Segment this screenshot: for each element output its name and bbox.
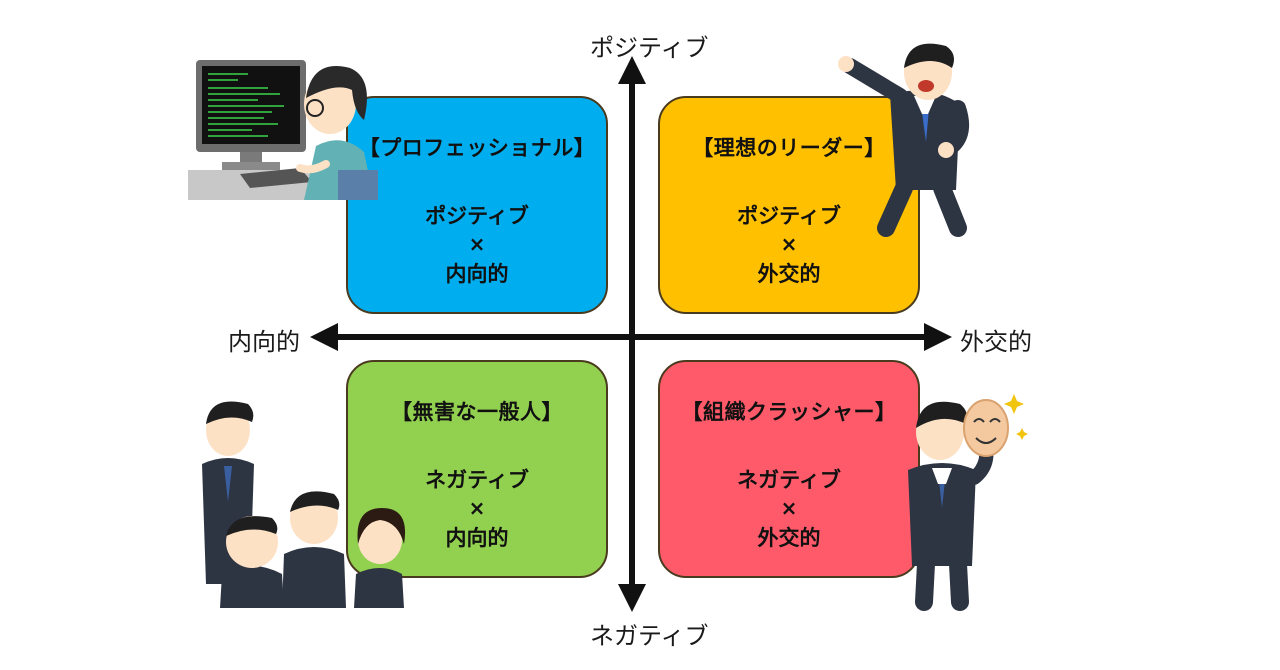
axis-label-right: 外交的	[960, 328, 1032, 356]
axis-label-bottom: ネガティブ	[590, 622, 709, 650]
programmer-illustration	[188, 60, 378, 200]
quadrant-trait-1: ネガティブ	[425, 468, 529, 492]
quadrant-ideal-leader: 【理想のリーダー】 ポジティブ × 外交的	[658, 96, 920, 314]
quadrant-professional: 【プロフェッショナル】 ポジティブ × 内向的	[346, 96, 608, 314]
quadrant-times-sign: ×	[468, 496, 486, 520]
leader-illustration	[838, 43, 969, 237]
quadrant-trait-2: 外交的	[757, 262, 821, 286]
quadrant-trait-2: 外交的	[757, 526, 821, 550]
vertical-axis-arrow-up	[618, 56, 646, 84]
office-workers-illustration	[202, 401, 406, 608]
quadrant-organization-crusher: 【組織クラッシャー】 ネガティブ × 外交的	[658, 360, 920, 578]
horizontal-axis-arrow-right	[924, 323, 952, 351]
masked-man-illustration	[908, 394, 1028, 611]
axis-label-left: 内向的	[228, 328, 300, 356]
quadrant-trait-1: ネガティブ	[737, 468, 841, 492]
quadrant-title: 【プロフェッショナル】	[358, 136, 596, 160]
quadrant-times-sign: ×	[780, 232, 798, 256]
quadrant-trait-1: ポジティブ	[425, 204, 529, 228]
quadrant-trait-2: 内向的	[445, 526, 509, 550]
quadrant-times-sign: ×	[780, 496, 798, 520]
quadrant-title: 【理想のリーダー】	[692, 136, 886, 160]
vertical-axis-arrow-down	[618, 584, 646, 612]
axis-label-top: ポジティブ	[590, 34, 709, 62]
horizontal-axis-arrow-left	[310, 323, 338, 351]
quadrant-trait-2: 内向的	[445, 262, 509, 286]
quadrant-title: 【組織クラッシャー】	[681, 400, 897, 424]
quadrant-title: 【無害な一般人】	[391, 400, 563, 424]
quadrant-times-sign: ×	[468, 232, 486, 256]
quadrant-trait-1: ポジティブ	[737, 204, 841, 228]
